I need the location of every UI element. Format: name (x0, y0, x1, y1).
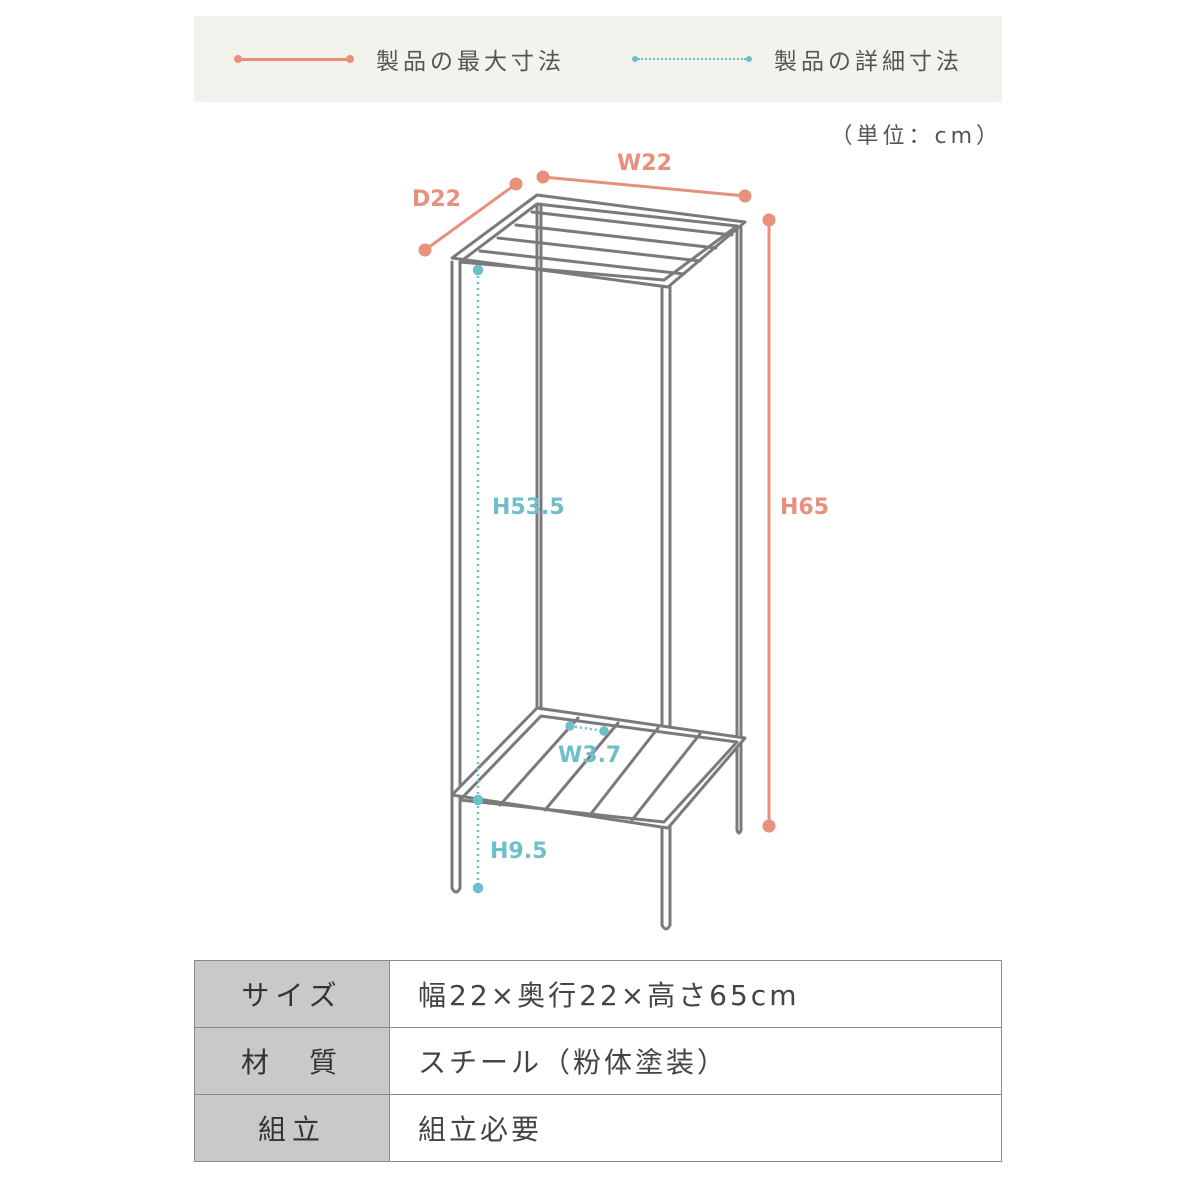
legend-detail-label: 製品の詳細寸法 (774, 49, 963, 75)
spec-value-material: スチール（粉体塗装） (389, 1027, 1002, 1095)
depth-label: D22 (412, 187, 461, 212)
spec-key-assembly: 組立 (194, 1094, 390, 1162)
spec-key-size: サイズ (194, 960, 390, 1028)
spec-value-assembly: 組立必要 (389, 1094, 1002, 1162)
legend-detail: 製品の詳細寸法 (632, 16, 963, 102)
stand-diagram: D22 W22 H65 H53.5 W3.7 H9.5 (412, 151, 829, 931)
spec-key-material: 材 質 (194, 1027, 390, 1095)
table-row: サイズ 幅22×奥行22×高さ65cm (194, 960, 1002, 1028)
inner-height-label: H53.5 (492, 495, 565, 520)
max-dimension-line-icon (234, 53, 354, 65)
spec-value-size: 幅22×奥行22×高さ65cm (389, 960, 1002, 1028)
legend-max: 製品の最大寸法 (234, 16, 565, 102)
legend: 製品の最大寸法 製品の詳細寸法 (194, 16, 1002, 102)
plant-stand-frame (450, 193, 747, 931)
max-dimension-lines (418, 170, 776, 833)
unit-note: （単位：cm） (830, 124, 1002, 149)
table-row: 材 質 スチール（粉体塗装） (194, 1027, 1002, 1095)
depth-dimension-line (424, 182, 517, 252)
width-dimension-line (542, 175, 746, 198)
table-row: 組立 組立必要 (194, 1094, 1002, 1162)
spec-table: サイズ 幅22×奥行22×高さ65cm 材 質 スチール（粉体塗装） 組立 組立… (194, 960, 1002, 1162)
detail-dimension-lines (472, 264, 609, 894)
leg-height-label: H9.5 (490, 839, 547, 864)
slat-gap-label: W3.7 (558, 743, 621, 768)
slat-gap-dimension-line (569, 724, 605, 733)
detail-dimension-line-icon (632, 53, 752, 65)
width-label: W22 (617, 151, 672, 176)
legend-max-label: 製品の最大寸法 (376, 49, 565, 75)
height-label: H65 (780, 495, 829, 520)
